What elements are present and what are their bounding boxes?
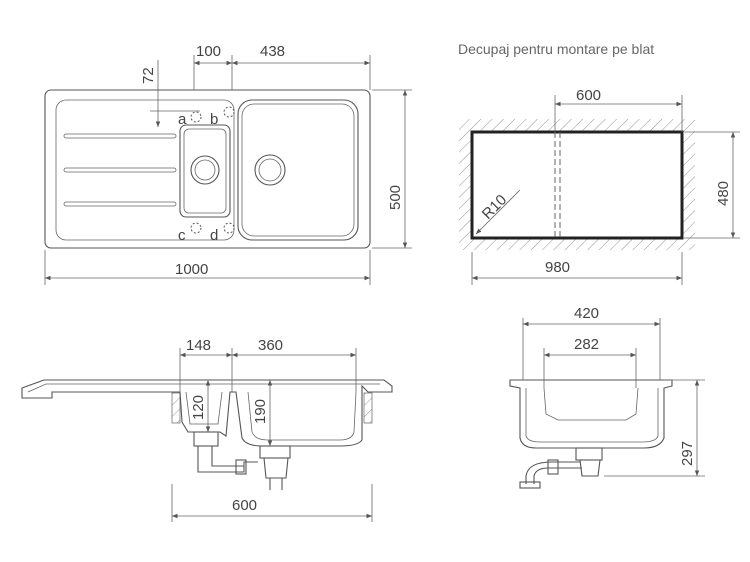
cutout-dim-600: 600 bbox=[576, 87, 601, 104]
trap-nut bbox=[547, 459, 559, 475]
label-b: b bbox=[210, 111, 218, 128]
main-bowl-inner bbox=[241, 103, 355, 237]
half-bowl-drain-inner bbox=[194, 159, 216, 181]
cutout-outline bbox=[470, 130, 684, 240]
top-view: a b c d 72 100 438 500 1000 bbox=[44, 43, 412, 285]
main-bowl bbox=[237, 99, 359, 241]
cutout-view: Decupaj pentru montare pe blat R10 600 4… bbox=[458, 41, 740, 285]
cutout-dim-480: 480 bbox=[715, 181, 732, 206]
countertop-right bbox=[363, 392, 373, 424]
tap-hole-b bbox=[223, 106, 235, 118]
half-bowl bbox=[179, 124, 231, 218]
label-a: a bbox=[178, 111, 187, 128]
drainer-rib-3 bbox=[63, 201, 177, 207]
dim-282: 282 bbox=[574, 336, 599, 353]
dim-148: 148 bbox=[186, 337, 211, 354]
dim-360: 360 bbox=[258, 337, 283, 354]
dim-438: 438 bbox=[260, 43, 285, 60]
waste-half-bowl bbox=[193, 431, 219, 447]
dim-190: 190 bbox=[252, 399, 269, 424]
dim-72: 72 bbox=[140, 67, 157, 84]
half-bowl-inner bbox=[183, 128, 227, 214]
label-c: c bbox=[178, 227, 186, 244]
radius-r10: R10 bbox=[479, 191, 510, 222]
main-bowl-drain bbox=[254, 154, 286, 186]
end-section: 420 282 297 bbox=[509, 305, 705, 489]
cutout-dim-980: 980 bbox=[545, 259, 570, 276]
drainer-rib-1 bbox=[63, 133, 177, 139]
dim-1000: 1000 bbox=[175, 261, 208, 278]
drainer-rib-2 bbox=[63, 167, 177, 173]
half-bowl-drain bbox=[190, 155, 220, 185]
drainer-area bbox=[55, 99, 235, 241]
dim-297: 297 bbox=[679, 441, 696, 466]
end-waste bbox=[575, 447, 603, 461]
main-bowl-drain-inner bbox=[258, 158, 282, 182]
dim-100: 100 bbox=[196, 43, 221, 60]
cutout-caption: Decupaj pentru montare pe blat bbox=[458, 41, 654, 57]
side-section: 148 360 120 190 600 bbox=[21, 337, 393, 522]
countertop-hatch bbox=[459, 119, 695, 250]
waste-main-bowl bbox=[259, 445, 291, 459]
tap-hole-d bbox=[223, 222, 235, 234]
waste-connector bbox=[235, 459, 247, 475]
dim-420: 420 bbox=[574, 305, 599, 322]
dim-500: 500 bbox=[387, 185, 404, 210]
dim-120: 120 bbox=[190, 395, 207, 420]
sink-outline bbox=[44, 89, 371, 249]
sink-rim-profile bbox=[21, 379, 393, 447]
side-dim-600: 600 bbox=[232, 497, 257, 514]
bowl-end-profile bbox=[509, 379, 673, 449]
tap-hole-a bbox=[190, 111, 202, 123]
label-d: d bbox=[210, 227, 218, 244]
tap-hole-c bbox=[190, 222, 202, 234]
trap-outlet bbox=[519, 481, 541, 489]
countertop-left bbox=[171, 392, 181, 424]
